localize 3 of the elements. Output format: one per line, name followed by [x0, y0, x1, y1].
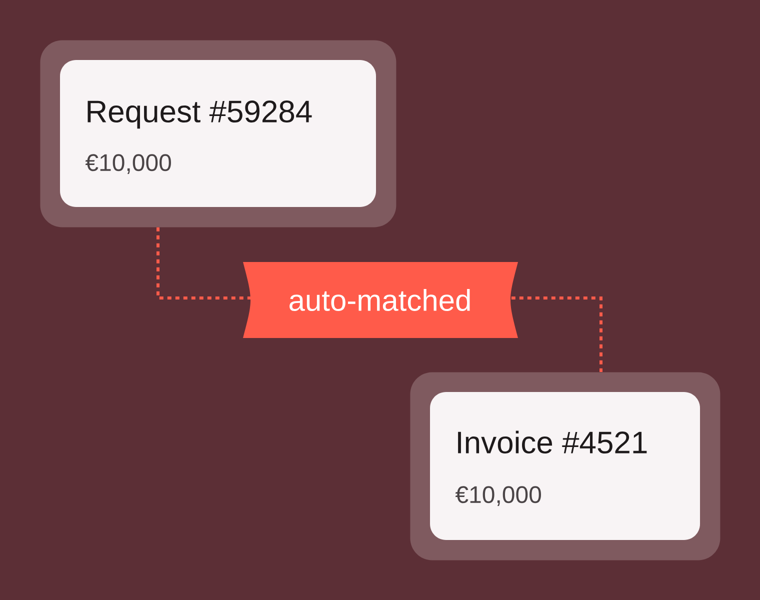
card: Request #59284 €10,000	[60, 60, 376, 207]
card: Invoice #4521 €10,000	[430, 392, 700, 540]
edge-label: auto-matched	[243, 262, 518, 338]
